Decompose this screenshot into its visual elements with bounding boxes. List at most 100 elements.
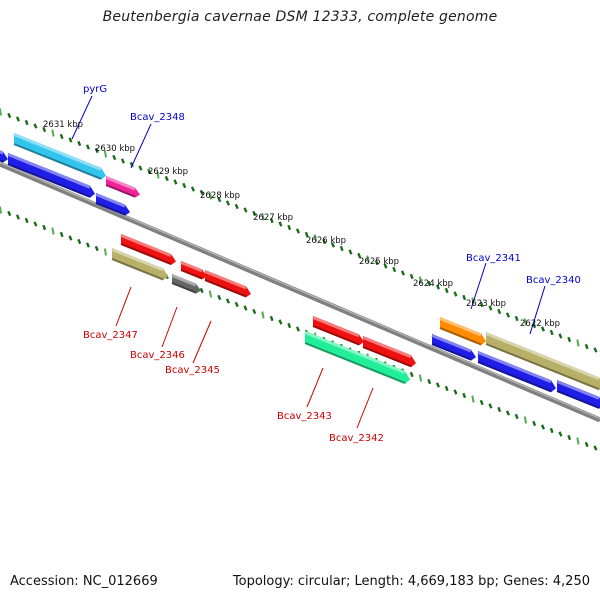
kbp-label: 2622 kbp [520, 319, 560, 329]
tick-mark [295, 326, 300, 332]
gene-gray-bcav2346-highlight [171, 274, 197, 287]
leader-line [356, 387, 374, 429]
tick-mark [400, 270, 405, 276]
gene-gray-bcav2346 [171, 274, 201, 294]
tick-mark [295, 228, 300, 234]
tick-mark [462, 294, 467, 301]
gene-pink-bcav2348-highlight [105, 176, 136, 191]
tick-mark [182, 182, 187, 189]
tick-mark [549, 427, 554, 434]
gene-pink-bcav2348 [105, 176, 140, 198]
map-title: Beutenbergia cavernae DSM 12333, complet… [102, 9, 498, 25]
gene-labels: pyrG Bcav_2348 Bcav_2341 Bcav_2340 Bcav_… [83, 84, 581, 444]
gene-green-bcav2343-shadow [304, 342, 406, 384]
tick-mark [33, 123, 38, 129]
tick-marks [0, 108, 598, 451]
gene-blue-a [0, 150, 8, 163]
tick-mark [85, 242, 90, 248]
tick-mark [497, 308, 502, 315]
tick-mark [453, 389, 458, 395]
gene-label: Bcav_2345 [165, 365, 220, 376]
tick-mark [138, 165, 143, 171]
tick-mark [85, 144, 90, 150]
tick-mark [156, 171, 160, 179]
gene-khaki-bcav2347-highlight [111, 248, 164, 272]
tick-mark [15, 116, 20, 122]
tick-mark [112, 154, 117, 161]
tick-mark [558, 333, 563, 339]
tick-mark [488, 403, 493, 409]
tick-mark [488, 305, 493, 311]
tick-mark [51, 227, 55, 235]
tick-mark [348, 249, 353, 255]
tick-mark [304, 231, 309, 238]
gene-red-d [312, 316, 364, 346]
kbp-label: 2627 kbp [253, 213, 293, 223]
tick-mark [357, 252, 362, 259]
gene-label: Bcav_2348 [130, 112, 185, 123]
tick-mark [77, 140, 82, 147]
gene-red-e [362, 336, 416, 368]
kbp-label: 2626 kbp [306, 236, 346, 246]
gene-green-bcav2343-highlight [304, 331, 406, 374]
tick-mark [471, 395, 475, 403]
tick-mark [409, 273, 414, 280]
leader-line [192, 320, 212, 364]
tick-mark [278, 221, 283, 227]
kbp-label: 2624 kbp [413, 279, 453, 289]
tick-mark [593, 347, 598, 353]
tick-mark [287, 224, 292, 231]
tick-mark [576, 437, 580, 445]
tick-mark [252, 308, 257, 315]
leader-line [306, 367, 324, 408]
gene-red-a [120, 234, 176, 265]
tick-mark [366, 255, 370, 263]
tick-mark [208, 290, 213, 298]
tick-mark [68, 235, 73, 241]
gene-blue-d [431, 334, 476, 361]
tick-mark [120, 158, 125, 164]
gene-orange-bcav2341-shadow [439, 327, 482, 346]
gene-blue-d-shadow [431, 343, 472, 361]
gene-blue-e [477, 351, 556, 393]
tick-mark [59, 133, 64, 140]
kbp-label: 2630 kbp [95, 144, 135, 154]
tick-mark [77, 238, 82, 245]
gene-red-a-shadow [120, 243, 172, 265]
tick-mark [540, 326, 545, 332]
gene-red-d-highlight [312, 316, 360, 338]
gene-khaki-bcav2340 [485, 332, 600, 391]
gene-khaki-bcav2340-body [486, 332, 600, 391]
tick-mark [540, 424, 545, 430]
kbp-label: 2625 kbp [359, 257, 399, 267]
gene-red-e-highlight [362, 336, 412, 359]
gene-blue-f-shadow [556, 390, 600, 409]
leader-line [115, 286, 132, 327]
tick-mark [94, 245, 99, 252]
tick-mark [584, 343, 589, 350]
gene-blue-e-shadow [477, 361, 552, 393]
tick-mark [383, 263, 388, 269]
tick-mark [567, 434, 572, 441]
leader-line [470, 262, 487, 310]
tick-mark [217, 294, 222, 301]
tick-mark [479, 301, 484, 308]
leader-line [529, 285, 546, 335]
gene-khaki-bcav2340-highlight [485, 332, 600, 381]
leader-line [161, 306, 178, 348]
tick-mark [593, 445, 598, 451]
tick-mark [392, 266, 397, 273]
gene-blue-a-shadow [0, 159, 4, 163]
tick-mark [287, 322, 292, 329]
tick-mark [505, 410, 510, 416]
tick-mark [462, 392, 467, 399]
tick-mark [584, 441, 589, 448]
gene-red-c-shadow [204, 279, 247, 298]
kbp-label: 2628 kbp [200, 191, 240, 201]
tick-mark [24, 119, 29, 126]
tick-mark [435, 284, 440, 290]
tick-mark [444, 287, 449, 294]
tick-mark [479, 399, 484, 406]
tick-mark [199, 287, 204, 294]
gene-red-e-shadow [362, 346, 412, 368]
